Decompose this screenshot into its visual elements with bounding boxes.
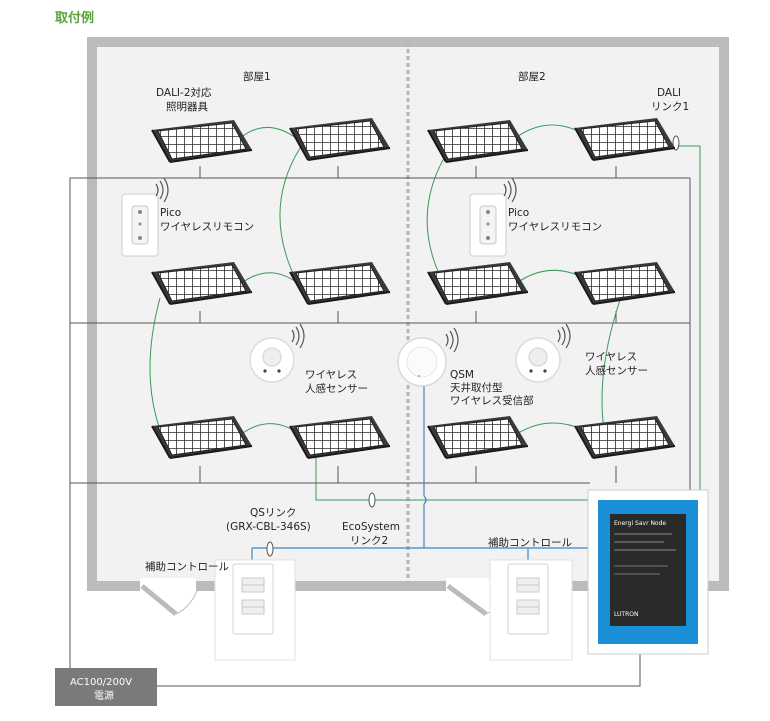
pico-label-1-line1: Pico (160, 207, 181, 219)
pico-remote (469, 193, 507, 257)
ecosystem-label-line1: EcoSystem (342, 521, 400, 533)
occupancy-sensor (249, 337, 295, 383)
page-title: 取付例 (55, 10, 94, 26)
pico-remote (121, 193, 159, 257)
panel-brand: LUTRON (614, 611, 638, 618)
qsm-label-line2: 天井取付型 (450, 381, 503, 394)
power-supply-box (55, 668, 157, 706)
pico-label-2-line1: Pico (508, 207, 529, 219)
dali-link-label-line2: リンク1 (651, 101, 689, 113)
qsm-label-line1: QSM (450, 369, 474, 381)
qsm-receiver (397, 337, 447, 387)
pico-label-1-line2: ワイヤレスリモコン (160, 221, 254, 233)
fixture-label-line2: 照明器具 (166, 101, 208, 113)
power-wiring (69, 166, 691, 687)
sensor-label-1-line1: ワイヤレス (305, 369, 357, 381)
room-2-label: 部屋2 (518, 70, 546, 83)
cable-tie-markers (266, 135, 680, 557)
dali-link-label-line1: DALI (657, 87, 681, 99)
room-1-label: 部屋1 (243, 70, 271, 83)
energi-savr-node-panel: Energi Savr Node LUTRON (587, 489, 709, 655)
aux-control-keypad[interactable] (232, 563, 274, 635)
power-label-line2: 電源 (94, 689, 114, 702)
qsm-label-line3: ワイヤレス受信部 (450, 394, 534, 407)
aux-control-label-1: 補助コントロール (145, 560, 229, 573)
sensor-label-2-line2: 人感センサー (585, 364, 648, 377)
ecosystem-label-line2: リンク2 (350, 535, 388, 547)
power-label-line1: AC100/200V (70, 677, 132, 688)
qs-link-label-line1: QSリンク (250, 507, 296, 519)
panel-header: Energi Savr Node (614, 520, 666, 527)
aux-control-keypad[interactable] (507, 563, 549, 635)
sensor-label-2-line1: ワイヤレス (585, 351, 637, 363)
pico-label-2-line2: ワイヤレスリモコン (508, 221, 602, 233)
door-room1 (140, 578, 199, 616)
sensor-label-1-line2: 人感センサー (305, 382, 368, 395)
occupancy-sensor (515, 337, 561, 383)
fixture-label-line1: DALI-2対応 (156, 86, 212, 99)
qs-link-label-line2: (GRX-CBL-346S) (226, 521, 311, 533)
aux-control-label-2: 補助コントロール (488, 536, 572, 549)
